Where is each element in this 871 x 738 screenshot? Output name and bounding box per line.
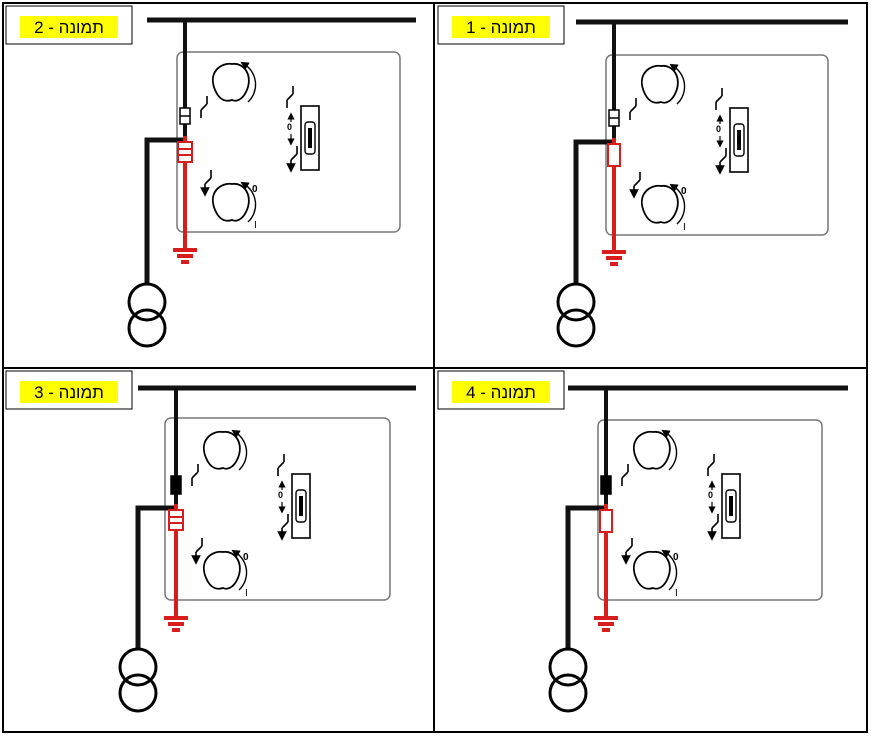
- panel-4-label: תמונה - 4: [466, 383, 536, 402]
- panel-2-cable: [573, 139, 614, 288]
- panel-1-indicator-bar: [308, 128, 312, 148]
- panel-2-lower-mark-one: I: [683, 222, 686, 233]
- panel-3-lower-mark-one: I: [245, 588, 248, 599]
- panel-1-earth-switch-closed: [177, 141, 193, 163]
- panel-1-transformer-secondary: [127, 308, 167, 348]
- panel-1-upper-rotation-arrow: [240, 61, 257, 103]
- panel-3-upper-rotation-arrow: [231, 429, 248, 471]
- panel-2-earth-switch-open: [607, 143, 621, 167]
- panel-3-earth-switch-closed: [168, 509, 184, 531]
- panel-1-upper-symbol-switch-b: [200, 103, 208, 111]
- panel-2-strip-top-switch-b: [715, 95, 723, 103]
- panel-3-lower-handle: [202, 550, 241, 590]
- panel-2-transformer-secondary: [556, 308, 596, 348]
- panel-3-indicator-bar: [299, 496, 303, 516]
- panel-3-transformer-secondary: [118, 673, 158, 713]
- panel-2-strip-bottom-switch-b: [719, 155, 727, 163]
- panel-1-label: תמונה - 2: [34, 18, 104, 37]
- panel-1-lower-symbol-switch-b: [204, 177, 212, 185]
- panel-4-strip-bottom-switch-b: [711, 521, 719, 529]
- panel-4-strip-zero: 0: [708, 490, 713, 500]
- panel-2-lower-rotation-arrow: [669, 183, 686, 225]
- panel-1-upper-handle: [211, 62, 250, 102]
- panel-3-strip-zero: 0: [278, 490, 283, 500]
- panel-3-strip-bottom-switch-b: [281, 521, 289, 529]
- panel-2-lower-handle: [640, 184, 679, 224]
- panel-bottom-right: תמונה - 4 0I 0: [437, 370, 848, 713]
- panel-4-transformer-secondary: [548, 673, 588, 713]
- panel-top-right: תמונה - 1 0I 0: [437, 5, 848, 348]
- panel-4-lower-symbol-switch-b: [625, 545, 633, 553]
- panel-3-cable: [135, 505, 176, 653]
- panel-2-upper-symbol-switch-b: [629, 105, 637, 113]
- panel-4-lower-rotation-arrow: [661, 549, 678, 591]
- panel-1-cabinet: [176, 51, 401, 233]
- panel-4-lower-mark-one: I: [675, 588, 678, 599]
- panel-3-label: תמונה - 3: [34, 383, 104, 402]
- panel-4-earth-switch-open: [599, 509, 613, 533]
- panel-2-lower-mark-zero: 0: [681, 186, 687, 197]
- panel-2-cabinet: [605, 54, 829, 236]
- panel-bottom-left: תמונה - 3 0I 0: [5, 370, 416, 713]
- panel-2-upper-rotation-arrow: [669, 63, 686, 105]
- panel-top-left: תמונה - 2 0I 0: [5, 5, 416, 348]
- panel-1-lower-mark-zero: 0: [252, 184, 258, 195]
- panel-2-label-highlight: [452, 16, 550, 38]
- panel-3-label-highlight: [20, 381, 118, 403]
- panel-4-cable: [565, 505, 606, 653]
- panel-3-lower-mark-zero: 0: [243, 552, 249, 563]
- panel-4-upper-symbol-switch-b: [621, 471, 629, 479]
- panel-2-indicator-bar: [737, 130, 741, 150]
- panel-3-cabinet: [164, 417, 391, 601]
- panel-1-lower-rotation-arrow: [240, 181, 257, 223]
- panel-2-upper-handle: [640, 64, 679, 104]
- panel-4-upper-handle: [632, 430, 671, 470]
- panel-3-breaker-closed: [170, 475, 182, 495]
- panel-1-strip-top-switch-b: [286, 93, 294, 101]
- panel-4-indicator-bar: [729, 496, 733, 516]
- panel-3-strip-top-switch-b: [277, 461, 285, 469]
- panel-1-strip-bottom-switch-b: [290, 153, 298, 161]
- panel-3-lower-symbol-switch-b: [195, 545, 203, 553]
- panel-2-label: תמונה - 1: [466, 18, 536, 37]
- panel-1-lower-mark-one: I: [254, 220, 257, 231]
- panel-3-upper-symbol-switch-b: [191, 471, 199, 479]
- panel-4-upper-rotation-arrow: [661, 429, 678, 471]
- panel-4-strip-top-switch-b: [707, 461, 715, 469]
- panel-1-label-highlight: [20, 16, 118, 38]
- panel-4-label-highlight: [452, 381, 550, 403]
- panel-2-strip-zero: 0: [716, 124, 721, 134]
- panel-4-breaker-closed: [600, 475, 612, 495]
- panel-4-lower-mark-zero: 0: [673, 552, 679, 563]
- panel-1-strip-zero: 0: [287, 122, 292, 132]
- panel-3-upper-handle: [202, 430, 241, 470]
- panel-1-lower-handle: [211, 182, 250, 222]
- panel-3-lower-rotation-arrow: [231, 549, 248, 591]
- panel-1-cable: [144, 137, 185, 288]
- panel-2-lower-symbol-switch-b: [633, 179, 641, 187]
- panel-4-lower-handle: [632, 550, 671, 590]
- panel-4-cabinet: [597, 419, 823, 601]
